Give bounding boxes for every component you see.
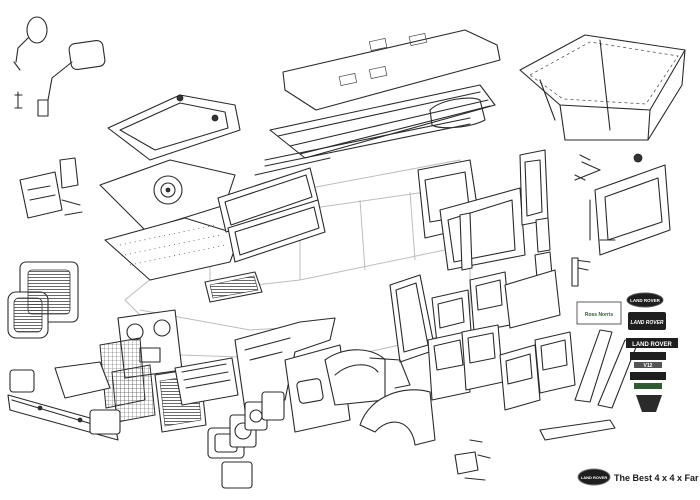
wheel-arch-liner [359,389,436,446]
vent-panel [204,271,263,303]
badge-stack: V12 [630,352,666,412]
badge-v12-text: V12 [644,363,653,369]
mirror-bolts [14,91,23,109]
door-front-lower [427,331,471,401]
side-mirror-round [13,16,48,71]
wing-panel-rear [504,269,561,329]
latch-mechanism [19,157,83,219]
side-window-rear [227,199,326,263]
louvre-grille [154,357,239,433]
door-mid-lower [461,324,504,391]
radiator-grille [7,261,79,339]
badge-plain: LAND ROVER [626,338,678,348]
door-rear-upper [469,271,511,333]
bonnet-panel [54,361,111,399]
door-rear-lower [499,344,541,411]
badge-plain-text: LAND ROVER [632,342,672,348]
badge-sign-board: Ross Norris [576,301,622,325]
door-back-lower [534,331,576,394]
footer-tagline: The Best 4 x 4 x Far [614,473,699,483]
bumperette-right [89,409,121,435]
alpine-roof-panel [107,94,241,161]
badge-script-text: LAND ROVER [630,320,663,326]
mesh-grille [99,337,156,423]
badge-script: LAND ROVER [628,312,666,330]
side-step-bracket [369,357,411,389]
bumperette-left [9,369,35,393]
body-pillar [459,212,551,271]
footer-logo: LAND ROVER [577,468,611,486]
bracket-fittings [454,439,491,481]
perforated-panel [104,217,241,281]
sill-rails [539,329,639,441]
spare-wheel-panel [99,159,236,231]
tailgate [574,153,671,256]
inner-wheel-arch [324,349,386,406]
badge-oval-text: LAND ROVER [630,298,661,303]
gutter-rails [254,117,471,176]
roof-panel [282,29,501,111]
lamp-surround-set [207,391,285,489]
canvas-hood-frame [519,34,686,141]
side-mirror-rect [37,39,106,117]
badge-oval: LAND ROVER [626,292,664,308]
badge-sign-text: Ross Norris [585,312,614,318]
footer-logo-text: LAND ROVER [581,475,608,480]
